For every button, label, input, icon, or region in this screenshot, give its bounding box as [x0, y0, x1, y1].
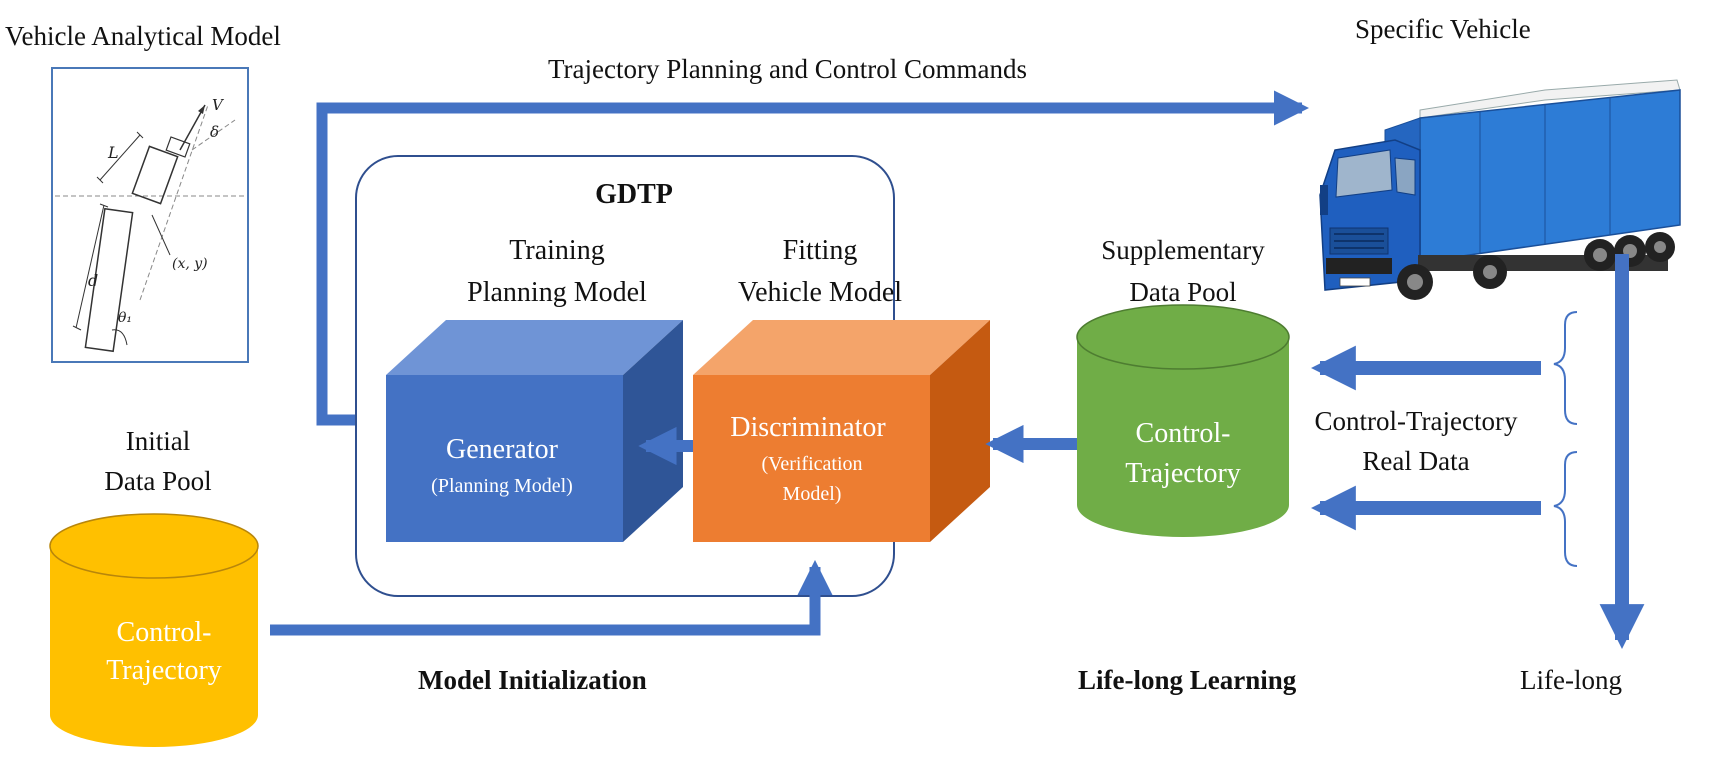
discriminator-sublabel2: Model) — [783, 483, 842, 505]
label-V: V — [212, 96, 225, 114]
real-data-line2: Real Data — [1362, 446, 1469, 476]
supplementary-pool-cyl-line1: Control- — [1136, 418, 1231, 449]
generator-label: Generator — [446, 434, 559, 465]
supplementary-pool-line2: Data Pool — [1129, 277, 1236, 307]
fitting-label-line1: Fitting — [783, 235, 858, 266]
initial-to-disc-arrow — [270, 559, 833, 636]
training-label-line2: Planning Model — [467, 277, 647, 308]
label-xy: (x, y) — [172, 256, 208, 272]
generator-sublabel: (Planning Model) — [431, 475, 573, 497]
commands-label: Trajectory Planning and Control Commands — [548, 54, 1027, 84]
initial-pool-cyl-line2: Trajectory — [106, 655, 222, 686]
fitting-label-line2: Vehicle Model — [738, 277, 902, 308]
initial-pool-cyl-line1: Control- — [117, 617, 212, 648]
command-arrow — [316, 90, 1310, 426]
label-delta: δ — [210, 123, 219, 141]
supplementary-pool-cylinder — [1076, 304, 1290, 537]
training-label-line1: Training — [509, 235, 604, 266]
vehicle-model-panel: L V δ d (x, y) θ₁ — [51, 67, 249, 363]
supplementary-pool-line1: Supplementary — [1101, 235, 1265, 265]
vehicle-model-title: Vehicle Analytical Model — [5, 21, 281, 51]
lifelong-learning-label: Life-long Learning — [1078, 665, 1297, 695]
specific-vehicle-label: Specific Vehicle — [1355, 14, 1531, 44]
label-d: d — [88, 271, 98, 290]
supplementary-pool-cyl-line2: Trajectory — [1125, 458, 1241, 489]
initial-pool-cylinder — [49, 513, 259, 747]
real-data-line1: Control-Trajectory — [1315, 406, 1518, 436]
gdtp-title: GDTP — [595, 179, 673, 210]
discriminator-cube — [693, 320, 990, 542]
label-theta: θ₁ — [118, 310, 132, 326]
discriminator-sublabel1: (Verification — [761, 453, 862, 475]
label-L: L — [107, 143, 119, 162]
discriminator-label: Discriminator — [730, 412, 886, 443]
initial-pool-line2: Data Pool — [104, 466, 211, 496]
model-initialization-label: Model Initialization — [418, 665, 647, 695]
brace-top — [1553, 311, 1578, 425]
generator-cube — [386, 320, 683, 542]
truck-illustration — [1319, 79, 1681, 300]
lifelong-label: Life-long — [1520, 665, 1622, 695]
brace-bottom — [1553, 451, 1578, 567]
initial-pool-line1: Initial — [126, 426, 190, 456]
